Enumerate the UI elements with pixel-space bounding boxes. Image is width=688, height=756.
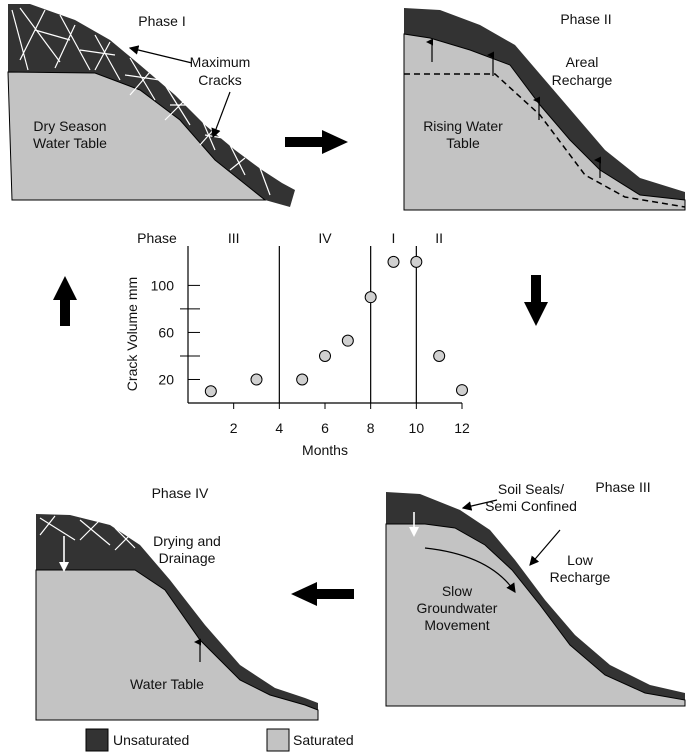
phase-1-water-table-label-line1: Dry Season (33, 118, 106, 134)
phase-3-seals-label-line1: Soil Seals/ (498, 481, 564, 497)
phase-1-cracks-pointer-lower (211, 91, 231, 139)
chart-data-point (204, 385, 217, 398)
phase-4-drying-label-line2: Drainage (159, 550, 216, 566)
chart-x-ticks: 2 4 6 8 10 12 (230, 403, 470, 436)
chart-x-tick-label: 10 (409, 420, 425, 436)
flow-arrow-down (524, 275, 548, 326)
phase-4-water-table-label: Water Table (130, 676, 204, 692)
phase-2-old-water-table (404, 73, 686, 208)
phase-3-seals-pointer (461, 499, 498, 511)
phase-1-cracks-pointer-upper (128, 45, 193, 64)
chart-x-axis-label: Months (302, 442, 348, 458)
flow-arrow-left (291, 582, 354, 606)
chart-y-tick-label: 60 (158, 324, 174, 340)
phase-2-recharge-label-line2: Recharge (552, 72, 613, 88)
phase-4-title: Phase IV (152, 485, 209, 501)
legend-saturated-swatch (266, 728, 290, 752)
legend: Unsaturated Saturated (85, 728, 354, 752)
phase-2-panel: Phase II Areal Recharge Rising Water Tab… (403, 8, 686, 211)
chart-phase-band-label: I (392, 230, 396, 246)
phase-1-cracks-label-line1: Maximum (190, 54, 251, 70)
phase-1-title: Phase I (138, 13, 185, 29)
phase-1-water-table-label-line2: Water Table (33, 135, 107, 151)
phase-3-unsaturated-zone (386, 492, 685, 700)
chart-phase-band-label: III (228, 230, 240, 246)
phase-2-unsaturated-zone (404, 8, 685, 200)
phase-4-drying-label-line1: Drying and (153, 533, 221, 549)
flow-arrow-right (285, 130, 348, 154)
legend-saturated-label: Saturated (293, 732, 354, 748)
phase-1-unsaturated-zone (8, 4, 295, 207)
chart-data-point (296, 373, 309, 386)
phase-1-panel: Phase I Maximum Cracks Dry Season Water … (7, 4, 295, 207)
phase-1-cracks-label-line2: Cracks (198, 72, 242, 88)
phase-3-recharge-label-line2: Recharge (550, 569, 611, 585)
flow-arrow-up (53, 276, 77, 326)
chart-y-tick-label: 100 (151, 277, 175, 293)
chart-x-tick-label: 4 (275, 420, 283, 436)
phase-3-flow-arrow (424, 547, 516, 593)
chart-phase-dividers (278, 246, 417, 403)
chart-y-ticks: 20 60 100 (151, 277, 200, 387)
chart-data-point (341, 334, 354, 347)
phase-2-water-table-label-line2: Table (446, 135, 480, 151)
phase-3-movement-label-line2: Groundwater (417, 600, 498, 616)
phase-3-movement-label-line3: Movement (424, 617, 489, 633)
phase-2-water-table-label-line1: Rising Water (423, 118, 503, 134)
phase-3-movement-label-line1: Slow (442, 583, 473, 599)
chart-x-tick-label: 2 (230, 420, 238, 436)
phase-1-saturated-zone (7, 71, 267, 201)
phase-1-crack-lines (11, 7, 271, 196)
phase-4-saturated-zone (35, 569, 319, 721)
chart-data-point (364, 291, 377, 304)
phase-4-panel: Phase IV Drying and Drainage Water Table (35, 485, 319, 721)
chart-x-tick-label: 12 (454, 420, 470, 436)
chart-phase-label: Phase (137, 230, 177, 246)
phase-3-title: Phase III (595, 479, 650, 495)
chart-x-tick-label: 6 (321, 420, 329, 436)
chart-data-point (319, 349, 331, 362)
phase-3-seals-label-line2: Semi Confined (485, 498, 577, 514)
chart-y-axis-label: Crack Volume mm (124, 277, 140, 391)
chart-phase-band-label: IV (318, 230, 332, 246)
chart-x-tick-label: 8 (367, 420, 375, 436)
phase-4-crack-lines (39, 515, 136, 551)
chart-y-tick-label: 20 (158, 371, 174, 387)
chart-data-point (433, 349, 446, 362)
chart-points (204, 255, 468, 398)
phase-2-recharge-label-line1: Areal (566, 54, 599, 70)
chart-phase-band-label: II (435, 230, 443, 246)
phase-3-recharge-pointer (529, 529, 561, 566)
legend-unsaturated-label: Unsaturated (113, 732, 189, 748)
phase-4-unsaturated-zone (36, 514, 318, 710)
phase-3-panel: Phase III Soil Seals/ Semi Confined Low … (385, 479, 686, 707)
legend-unsaturated-swatch (85, 728, 109, 752)
chart-data-point (456, 384, 468, 397)
chart-data-point (410, 255, 423, 268)
chart-data-point (387, 255, 400, 268)
chart-data-point (250, 373, 263, 386)
phase-3-seal-arrow-head (409, 527, 419, 537)
phase-3-recharge-label-line1: Low (567, 552, 594, 568)
phase-3-saturated-zone (385, 523, 686, 707)
phase-2-title: Phase II (560, 11, 611, 27)
phase-4-drain-arrow-head (59, 562, 69, 572)
